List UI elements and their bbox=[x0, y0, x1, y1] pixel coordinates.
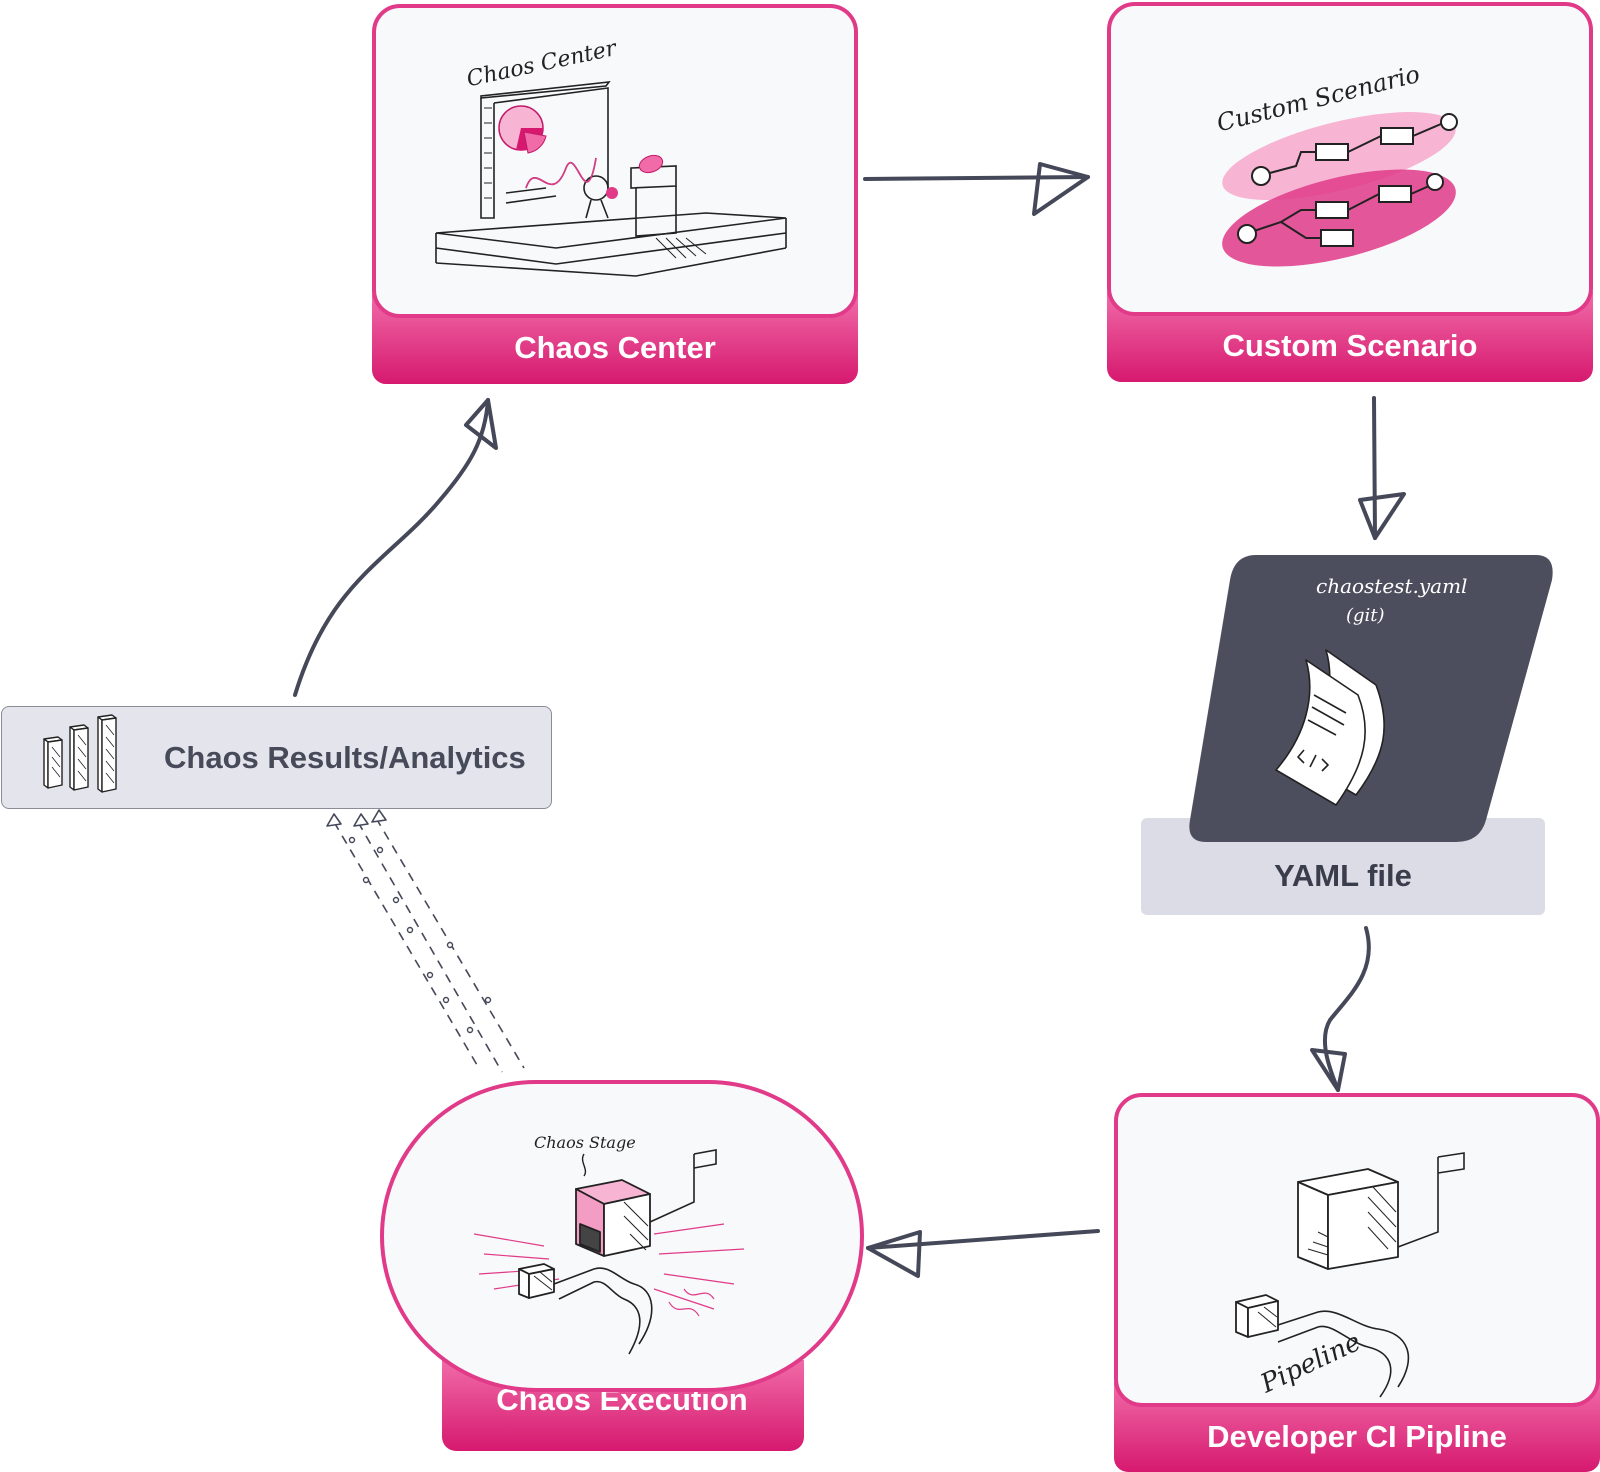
custom-scenario-card[interactable]: Custom Scenario Custom Scenario bbox=[1107, 2, 1593, 382]
yaml-file-card[interactable]: chaostest.yaml (git) bbox=[1186, 555, 1566, 855]
yaml-caption-line1: chaostest.yaml bbox=[1316, 574, 1467, 598]
custom-scenario-illustration: Custom Scenario bbox=[1214, 60, 1458, 267]
arrow-scenario-to-yaml bbox=[1372, 396, 1377, 540]
flow-line-1 bbox=[333, 821, 481, 1071]
flow-line-2 bbox=[357, 821, 503, 1073]
arrowhead-yaml-to-ci bbox=[1310, 1048, 1347, 1092]
chaos-stage-building bbox=[518, 1179, 651, 1299]
flow-dot bbox=[446, 941, 454, 949]
flow-dot bbox=[426, 971, 434, 979]
flow-arrowhead bbox=[371, 809, 387, 823]
arrow-center-to-scenario bbox=[863, 175, 1090, 181]
start-node-icon bbox=[1237, 113, 1458, 244]
flow-dot bbox=[376, 846, 384, 854]
arrow-yaml-to-ci bbox=[1322, 926, 1371, 1092]
chaos-execution-sketch-panel: Chaos Stage bbox=[380, 1080, 864, 1392]
arrowhead-results-to-center bbox=[464, 398, 498, 450]
custom-scenario-sketch-panel: Custom Scenario bbox=[1107, 2, 1593, 316]
pie-chart-icon bbox=[498, 105, 547, 154]
flow-dot bbox=[392, 896, 400, 904]
arrowhead-ci-to-execution bbox=[866, 1230, 922, 1278]
flow-dot bbox=[484, 996, 492, 1004]
developer-ci-illustration: Pipeline bbox=[1235, 1152, 1465, 1400]
flow-dot bbox=[442, 996, 450, 1004]
developer-ci-card[interactable]: Developer CI Pipline bbox=[1114, 1093, 1600, 1472]
chaos-center-illustration: Chaos Center bbox=[435, 36, 787, 277]
developer-ci-sketch-panel: Pipeline bbox=[1114, 1093, 1600, 1407]
chaos-stage-caption: Chaos Stage bbox=[534, 1133, 636, 1152]
chaos-execution-card[interactable]: Chaos Execution Chaos Stage bbox=[380, 1080, 864, 1472]
flow-arrowhead bbox=[353, 813, 369, 827]
document-icon bbox=[1275, 649, 1385, 806]
chaos-center-sketch-panel: Chaos Center bbox=[372, 4, 858, 318]
bar-chart-icon bbox=[43, 714, 117, 793]
arrowhead-scenario-to-yaml bbox=[1358, 492, 1406, 540]
chaos-execution-illustration: Chaos Stage bbox=[473, 1133, 745, 1355]
chaos-center-label: Chaos Center bbox=[514, 330, 716, 365]
custom-scenario-label: Custom Scenario bbox=[1222, 328, 1478, 363]
arrow-results-to-center bbox=[293, 398, 490, 697]
yaml-file-label: YAML file bbox=[1274, 858, 1412, 893]
chaos-results-label: Chaos Results/Analytics bbox=[164, 740, 526, 775]
developer-ci-label: Developer CI Pipline bbox=[1207, 1419, 1507, 1454]
flow-arrowhead bbox=[326, 813, 342, 827]
pipeline-caption: Pipeline bbox=[1255, 1327, 1365, 1400]
chaos-center-card[interactable]: Chaos Center Chaos Center bbox=[372, 4, 858, 384]
flow-dot bbox=[406, 926, 414, 934]
arrowhead-center-to-scenario bbox=[1032, 162, 1090, 216]
flow-dot bbox=[362, 876, 370, 884]
yaml-caption-line2: (git) bbox=[1346, 605, 1385, 626]
arrow-ci-to-execution bbox=[866, 1229, 1100, 1250]
chaos-results-card[interactable]: Chaos Results/Analytics bbox=[1, 706, 552, 809]
flow-dot bbox=[466, 1026, 474, 1034]
flow-dot bbox=[348, 836, 356, 844]
